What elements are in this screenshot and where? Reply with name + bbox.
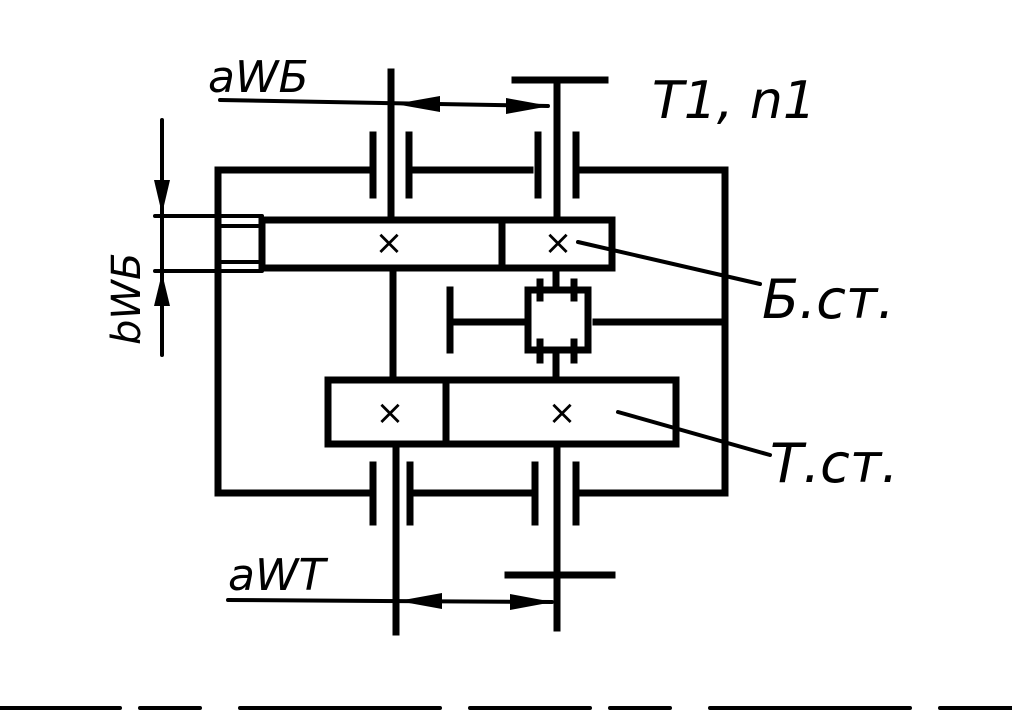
bearing-bottom-right <box>531 461 580 526</box>
bw-fast-label: bWБ <box>104 253 150 345</box>
fast-stage-label: Б.ст. <box>762 268 895 331</box>
gear-mark-3: × <box>376 393 405 433</box>
gear-mark-1: × <box>375 223 404 263</box>
input-shaft <box>511 76 609 222</box>
bw-fast-dimension <box>153 118 264 357</box>
slow-stage-wheel <box>442 376 680 448</box>
slow-stage-label: Т.ст. <box>770 432 898 495</box>
aw-fast-dimension <box>218 96 550 114</box>
aw-fast-label: aWБ <box>208 52 309 103</box>
slow-stage-leader <box>616 410 772 457</box>
fast-stage-leader <box>576 240 762 286</box>
output-shaft <box>504 444 616 632</box>
housing-frame <box>214 166 729 497</box>
slow-stage-gear-pair <box>324 376 680 448</box>
aw-slow-label: aWT <box>228 550 328 601</box>
shaft-coupling <box>446 266 592 382</box>
input-torque-speed-label: T1, n1 <box>652 71 816 131</box>
gear-mark-2: × <box>544 223 573 263</box>
bearing-bottom-left <box>369 461 414 526</box>
gear-mark-4: × <box>548 393 577 433</box>
aw-slow-dimension <box>226 593 554 610</box>
intermediate-shaft <box>387 68 400 636</box>
bearing-top-right <box>534 131 580 199</box>
bearing-top-left <box>369 131 413 199</box>
fast-stage-gear-pair <box>258 216 616 272</box>
